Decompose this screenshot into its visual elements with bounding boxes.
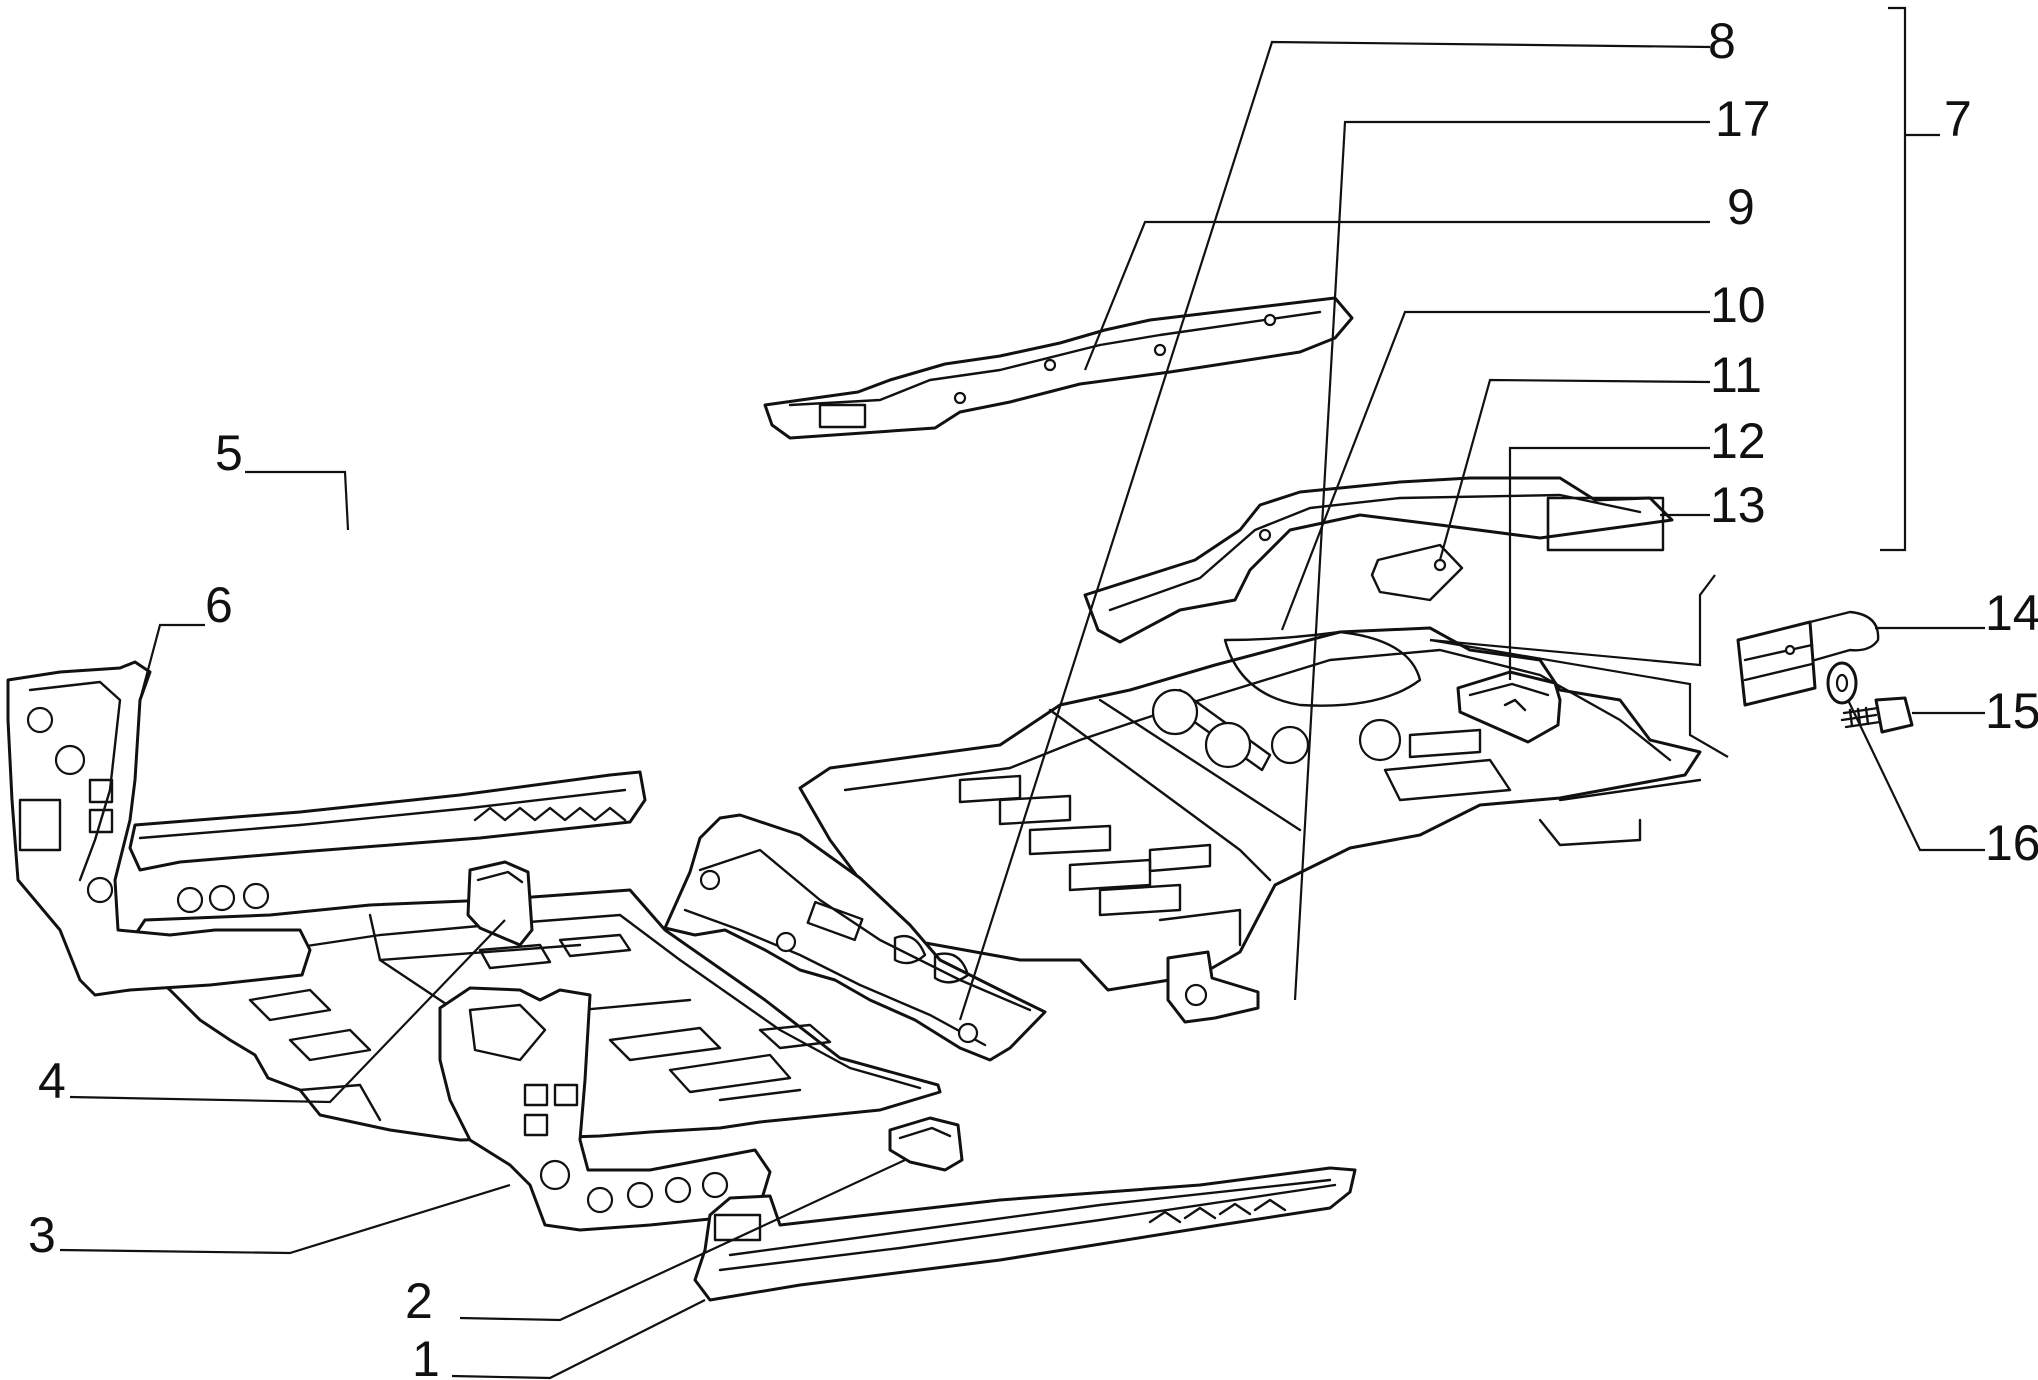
part-floor-plate: [1456, 670, 1562, 744]
callout-labels: 8 17 7 9 10 11 12 13 14 15 16 6 5 4 3 2 …: [28, 13, 2038, 1380]
callout-1: 1: [412, 1331, 440, 1380]
callout-17: 17: [1715, 91, 1771, 147]
part-rear-bracket: [1166, 950, 1260, 1024]
callout-16: 16: [1985, 815, 2038, 871]
part-bolt: [1840, 696, 1914, 734]
callout-5: 5: [215, 425, 243, 481]
leader-lines: [59, 6, 1985, 1380]
callout-11: 11: [1710, 347, 1762, 403]
part-left-sill-member: [128, 770, 647, 872]
callout-14: 14: [1985, 585, 2038, 641]
part-central-tunnel: [663, 813, 1047, 1062]
part-towing-eye: [1736, 610, 1880, 707]
part-washer: [1826, 661, 1858, 705]
part-right-pillar: [438, 986, 772, 1232]
callout-2: 2: [405, 1273, 433, 1329]
callout-6: 6: [205, 577, 233, 633]
callout-10: 10: [1710, 277, 1766, 333]
callout-13: 13: [1710, 477, 1766, 533]
part-seat-bracket-lower: [888, 1116, 964, 1172]
part-left-pillar: [6, 660, 312, 997]
callout-7: 7: [1944, 91, 1972, 147]
part-rear-crossmember: [1083, 476, 1674, 644]
callout-8: 8: [1708, 13, 1736, 69]
part-rear-crossmember-upper: [763, 296, 1354, 440]
part-seat-bracket-upper: [466, 860, 534, 947]
part-rear-floor-pan: [798, 626, 1702, 992]
callout-12: 12: [1710, 413, 1766, 469]
callout-15: 15: [1985, 683, 2038, 739]
part-right-sill: [693, 1166, 1357, 1302]
callout-4: 4: [38, 1053, 66, 1109]
callout-3: 3: [28, 1207, 56, 1263]
callout-9: 9: [1727, 179, 1755, 235]
